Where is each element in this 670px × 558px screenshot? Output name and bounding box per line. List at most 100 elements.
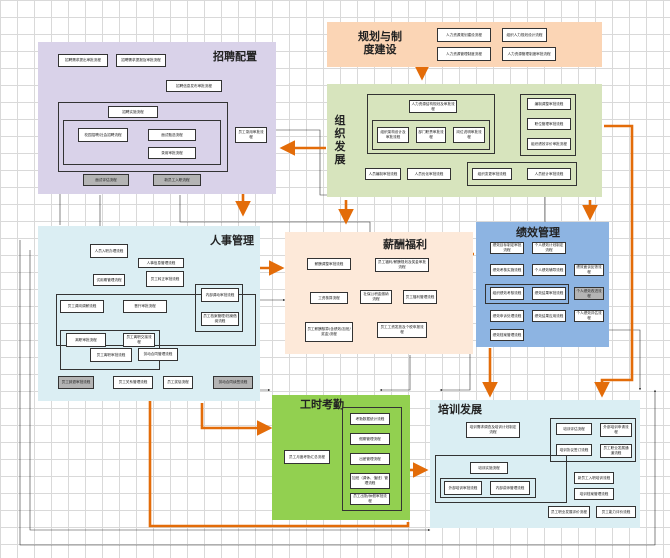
region-hr: 人事管理 人员入职办理流程 试用期管理流程 员工转正审批流程 员工调岗调薪流程 … xyxy=(38,226,260,401)
flow-box[interactable]: 面试甄选流程 xyxy=(148,129,196,141)
flow-box[interactable]: 绩效结果应用流程 xyxy=(532,310,566,322)
flow-box[interactable]: 考勤数据统计流程 xyxy=(350,413,390,425)
flow-box[interactable]: 组织变更审批流程 xyxy=(472,168,512,180)
flow-box[interactable]: 薪酬调整审批流程 xyxy=(307,258,351,270)
flow-box[interactable]: 员工调岗调薪流程 xyxy=(60,300,104,313)
flow-box[interactable]: 绩效申诉处理流程 xyxy=(490,310,524,322)
flow-box[interactable]: 招聘需求提报及审批流程 xyxy=(116,54,166,67)
flow-box[interactable]: 组织架构设计及审批流程 xyxy=(377,127,409,143)
flow-box[interactable]: 员工转正审批流程 xyxy=(146,271,184,287)
flow-box[interactable]: 个人绩效计划制定流程 xyxy=(532,242,566,254)
flow-box[interactable]: 人力资源管理制度审批流程 xyxy=(502,47,556,61)
flow-box[interactable]: 个人绩效评估流程 xyxy=(574,310,604,322)
link-line xyxy=(29,250,431,532)
train-subframe xyxy=(435,455,567,503)
flow-box[interactable]: 人事信息管理流程 xyxy=(138,258,184,268)
flow-box[interactable]: 员工奖惩流程 xyxy=(163,376,193,389)
flow-box[interactable]: 编制调整审批流程 xyxy=(527,98,571,110)
flow-box[interactable]: 培训协议签订流程 xyxy=(556,444,592,456)
flow-box[interactable]: 社保公积金缴纳流程 xyxy=(360,290,392,304)
link-line xyxy=(19,240,657,546)
flow-box[interactable]: 培训实施流程 xyxy=(470,462,508,474)
flow-box[interactable]: 组织绩效考核流程 xyxy=(490,287,524,300)
region-title-salary: 薪酬福利 xyxy=(383,238,427,251)
flow-box[interactable]: 人力资源结构规划及审批流程 xyxy=(409,100,457,113)
recruit-subframe xyxy=(58,102,228,172)
link-line xyxy=(379,355,411,392)
flow-box[interactable]: 员工录用审批流程 xyxy=(235,127,267,143)
flow-box[interactable]: 员工离职交接流程 xyxy=(123,333,155,347)
flow-box[interactable]: 绩效面谈反馈流程 xyxy=(574,264,604,276)
region-salary: 薪酬福利 薪酬调整审批流程 员工福利/薪酬规划及奖金审批流程 工资核算流程 社保… xyxy=(285,232,473,354)
flow-box[interactable]: 晋升审批流程 xyxy=(123,300,167,313)
flow-box[interactable]: 组织人力规划设计流程 xyxy=(502,28,547,42)
flow-box[interactable]: 员工工资发放及个税申报流程 xyxy=(377,322,427,338)
flow-box[interactable]: 员工职业发展评价流程 xyxy=(548,506,590,518)
flow-box[interactable]: 职位管理审批流程 xyxy=(527,118,571,130)
region-title-planning: 规划与制度建设 xyxy=(358,30,402,56)
region-title-time: 工时考勤 xyxy=(300,398,344,411)
flow-arrow xyxy=(142,382,410,528)
flow-box[interactable]: 录用审批流程 xyxy=(148,147,196,159)
flow-box[interactable]: 员工薪酬核算(含绩效/加班/奖金)流程 xyxy=(305,322,353,342)
flow-box[interactable]: 培训档案管理流程 xyxy=(574,488,614,500)
flow-box[interactable]: 试用期管理流程 xyxy=(93,274,125,286)
flow-box[interactable]: 人员编制审批流程 xyxy=(365,168,401,180)
flow-box[interactable]: 外部培训审批流程 xyxy=(444,481,482,495)
flow-box[interactable]: 部门职责审批流程 xyxy=(416,127,446,143)
flow-box[interactable]: 员工能力评价流程 xyxy=(596,506,636,518)
region-org: 组织发展 人力资源结构规划及审批流程 组织架构设计及审批流程 部门职责审批流程 … xyxy=(327,84,602,197)
flow-box[interactable]: 人员优化审批流程 xyxy=(407,168,451,180)
flow-box[interactable]: 员工辞退审批流程 xyxy=(58,376,94,389)
flow-box[interactable]: 面试评估流程 xyxy=(83,174,129,186)
flow-box[interactable]: 加班（调休、值班）管理流程 xyxy=(350,473,390,489)
flow-box[interactable]: 人员入职办理流程 xyxy=(90,244,128,258)
time-subframe xyxy=(342,407,402,511)
flow-box[interactable]: 个人绩效改进流程 xyxy=(574,287,604,300)
flow-box[interactable]: 员工福利/薪酬规划及奖金审批流程 xyxy=(375,258,429,272)
flow-box[interactable]: 培训需求调查及培训计划制定流程 xyxy=(466,422,520,438)
flow-box[interactable]: 新员工入职流程 xyxy=(153,174,201,186)
flow-box[interactable]: 劳动合同管理流程 xyxy=(138,348,178,361)
flow-box[interactable]: 绩效考核实施流程 xyxy=(490,264,524,276)
region-title-recruit: 招聘配置 xyxy=(213,50,257,63)
flow-arrow xyxy=(594,124,634,398)
flow-box[interactable]: 招聘信息发布审批流程 xyxy=(166,80,222,92)
flow-box[interactable]: 新员工入职培训流程 xyxy=(574,472,614,484)
flow-box[interactable]: 员工离职审批流程 xyxy=(90,348,132,362)
flow-box[interactable]: 员工福利管理流程 xyxy=(403,290,437,304)
link-line xyxy=(600,329,642,391)
flow-box[interactable]: 组织绩效评价审批流程 xyxy=(527,138,571,150)
flow-box[interactable]: 员工出勤/休假审批流程 xyxy=(350,493,390,505)
flow-box[interactable]: 招聘实施流程 xyxy=(108,106,158,118)
region-recruit: 招聘配置 招聘需求提出审批流程 招聘需求提报及审批流程 招聘信息发布审批流程 招… xyxy=(38,42,276,194)
flow-box[interactable]: 内部调动审批流程 xyxy=(201,288,239,302)
flow-box[interactable]: 招聘需求提出审批流程 xyxy=(58,54,108,67)
flow-box[interactable]: 内部讲师管理流程 xyxy=(490,481,530,495)
flow-box[interactable]: 离职审批流程 xyxy=(66,333,106,347)
flow-box[interactable]: 绩效目标制定审批流程 xyxy=(490,242,524,254)
flow-box[interactable]: 外部培训申请流程 xyxy=(600,423,632,437)
flow-box[interactable]: 出差管理流程 xyxy=(350,453,390,465)
flow-box[interactable]: 绩效结果审批流程 xyxy=(532,287,566,300)
flow-box[interactable]: 绩效档案管理流程 xyxy=(490,329,524,341)
region-time: 工时考勤 考勤数据统计流程 假期管理流程 出差管理流程 加班（调休、值班）管理流… xyxy=(272,395,410,520)
flow-box[interactable]: 假期管理流程 xyxy=(350,433,390,445)
flow-box[interactable]: 人员统计审批流程 xyxy=(527,168,571,180)
region-train: 培训发展 培训需求调查及培训计划制定流程 培训实施流程 外部培训审批流程 内部讲… xyxy=(430,400,640,528)
region-title-perf: 绩效管理 xyxy=(516,226,560,239)
flow-box[interactable]: 人力资源规划建设流程 xyxy=(437,28,491,42)
flow-box[interactable]: 工资核算流程 xyxy=(310,292,348,304)
flow-box[interactable]: 员工月度考勤汇总流程 xyxy=(284,450,330,464)
flow-box[interactable]: 个人绩效辅导流程 xyxy=(532,264,566,276)
flow-box[interactable]: 员工职业发展通道流程 xyxy=(600,444,632,458)
flow-box[interactable]: 员工关系管理流程 xyxy=(113,376,153,389)
flow-box[interactable]: 劳动合同续签流程 xyxy=(213,376,253,389)
flow-box[interactable]: 员工档案管理/档案借阅流程 xyxy=(201,312,239,326)
flow-box[interactable]: 校园招聘/社会招聘流程 xyxy=(78,128,128,142)
train-subframe xyxy=(440,478,536,498)
flow-box[interactable]: 人力资源管理制度流程 xyxy=(437,47,491,61)
flow-box[interactable]: 岗位说明审批流程 xyxy=(453,127,485,143)
hr-subframe xyxy=(56,294,256,346)
flow-box[interactable]: 培训评估流程 xyxy=(556,423,592,435)
